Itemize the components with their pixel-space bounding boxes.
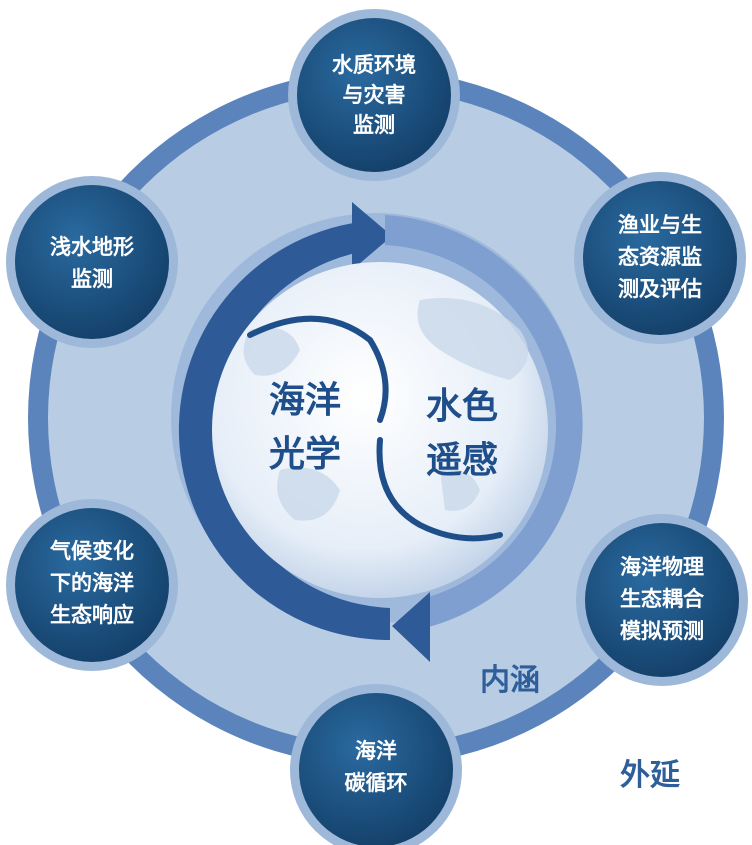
cycle-arrows xyxy=(178,202,583,662)
core-right-line-1: 水色 xyxy=(426,386,498,427)
node-text-4-line-1: 海洋 xyxy=(355,739,397,763)
node-text-4-line-2: 碳循环 xyxy=(345,771,408,795)
node-text-2-line-2: 态资源监 xyxy=(618,245,702,269)
node-text-1-line-2: 与灾害 xyxy=(343,83,406,107)
node-text-3-line-3: 模拟预测 xyxy=(620,619,704,643)
node-shallow-topography: 浅水地形 监测 xyxy=(6,176,178,348)
node-text-5-line-2: 下的海洋 xyxy=(50,571,134,595)
node-text-3-line-2: 生态耦合 xyxy=(620,587,705,611)
node-group: 水质环境 与灾害 监测 渔业与生 态资源监 测及评估 海洋物理 生态耦合 模拟预… xyxy=(6,9,748,845)
node-text-5-line-1: 气候变化 xyxy=(49,539,134,563)
node-text-1-line-1: 水质环境 xyxy=(332,53,416,77)
node-physical-ecology: 海洋物理 生态耦合 模拟预测 xyxy=(576,514,748,686)
node-text-2-line-3: 测及评估 xyxy=(618,277,702,301)
node-text-6-line-2: 监测 xyxy=(71,267,113,291)
node-climate-response: 气候变化 下的海洋 生态响应 xyxy=(6,499,178,671)
globe xyxy=(212,262,548,598)
node-water-quality: 水质环境 与灾害 监测 xyxy=(288,9,460,181)
node-text-3-line-1: 海洋物理 xyxy=(620,555,704,579)
core-left-line-1: 海洋 xyxy=(269,380,341,421)
node-text-5-line-3: 生态响应 xyxy=(50,603,134,627)
node-text-1-line-3: 监测 xyxy=(353,113,395,137)
core-right-line-2: 遥感 xyxy=(426,440,498,481)
node-fishery: 渔业与生 态资源监 测及评估 xyxy=(574,172,746,344)
node-text-2-line-1: 渔业与生 xyxy=(618,213,702,237)
divider-arc-left xyxy=(247,315,389,423)
cycle-arrow-right xyxy=(385,215,583,628)
cycle-arrow-left-head xyxy=(352,202,392,270)
divider-arc-right xyxy=(376,437,503,542)
cycle-arrow-right-head xyxy=(392,592,430,662)
core-left-line-2: 光学 xyxy=(269,433,341,475)
globe-continents xyxy=(243,298,528,521)
inner-label: 内涵 xyxy=(480,663,540,698)
node-text-6-line-1: 浅水地形 xyxy=(50,235,134,259)
node-carbon-cycle: 海洋 碳循环 xyxy=(290,684,462,845)
cycle-arrow-left xyxy=(178,222,390,641)
outer-label: 外延 xyxy=(620,758,681,793)
